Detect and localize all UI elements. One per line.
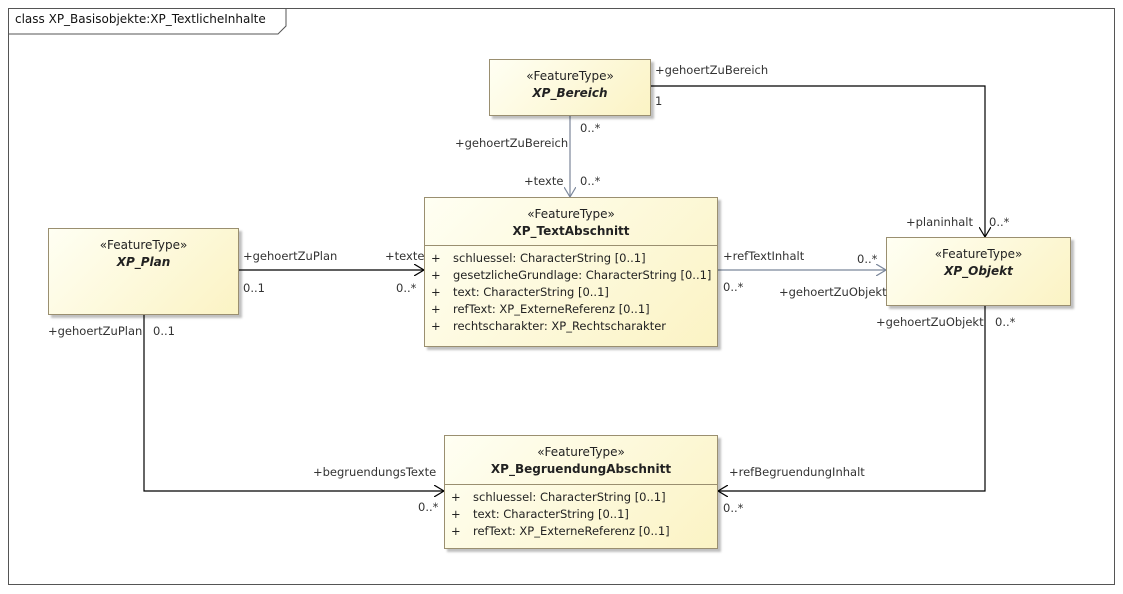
- class-xp-plan[interactable]: «FeatureType» XP_Plan: [48, 228, 239, 315]
- frame-title: class XP_Basisobjekte:XP_TextlicheInhalt…: [15, 12, 266, 26]
- compartment-separator: [445, 484, 717, 485]
- attribute-row[interactable]: +gesetzlicheGrundlage: CharacterString […: [431, 268, 712, 282]
- class-name: XP_Objekt: [944, 264, 1013, 278]
- role-label: +refTextInhalt: [723, 249, 805, 263]
- multiplicity-label: 0..1: [243, 281, 265, 295]
- multiplicity-label: 0..*: [989, 215, 1010, 229]
- role-label: +begruendungsTexte: [313, 465, 437, 479]
- role-label: +refBegruendungInhalt: [729, 465, 865, 479]
- multiplicity-label: 0..*: [418, 500, 439, 514]
- attribute-row[interactable]: +text: CharacterString [0..1]: [431, 285, 609, 299]
- class-xp-objekt[interactable]: «FeatureType» XP_Objekt: [886, 237, 1071, 306]
- role-label: +gehoertZuBereich: [455, 136, 569, 150]
- attribute-row[interactable]: +rechtscharakter: XP_Rechtscharakter: [431, 319, 667, 333]
- class-name: XP_BegruendungAbschnitt: [490, 462, 672, 476]
- multiplicity-label: 0..1: [153, 324, 175, 338]
- class-name: XP_Bereich: [532, 86, 608, 100]
- stereotype-label: «FeatureType»: [537, 445, 625, 459]
- stereotype-label: «FeatureType»: [527, 207, 615, 221]
- multiplicity-label: 0..*: [396, 281, 417, 295]
- stereotype-label: «FeatureType»: [99, 238, 188, 252]
- role-label: +texte: [524, 174, 564, 188]
- multiplicity-label: 0..*: [995, 315, 1016, 329]
- attribute-row[interactable]: +refText: XP_ExterneReferenz [0..1]: [431, 302, 650, 316]
- multiplicity-label: 0..*: [580, 174, 601, 188]
- class-name: XP_TextAbschnitt: [512, 224, 630, 238]
- role-label: +planinhalt: [906, 215, 973, 229]
- role-label: +gehoertZuObjekt: [876, 315, 984, 329]
- compartment-separator: [425, 245, 717, 246]
- class-xp-bereich[interactable]: «FeatureType» XP_Bereich: [489, 59, 651, 116]
- attribute-row[interactable]: +schluessel: CharacterString [0..1]: [431, 251, 646, 265]
- multiplicity-label: 0..*: [580, 121, 601, 135]
- role-label: +gehoertZuPlan: [48, 324, 143, 338]
- assoc-bereich-objekt: [651, 86, 985, 237]
- multiplicity-label: 0..*: [723, 501, 744, 515]
- class-xp-textabschnitt[interactable]: «FeatureType» XP_TextAbschnitt +schluess…: [424, 197, 718, 347]
- attribute-row[interactable]: +refText: XP_ExterneReferenz [0..1]: [451, 524, 670, 538]
- class-name: XP_Plan: [116, 255, 171, 269]
- multiplicity-label: 1: [655, 94, 663, 108]
- class-xp-begruendungabschnitt[interactable]: «FeatureType» XP_BegruendungAbschnitt +s…: [444, 435, 718, 549]
- role-label: +gehoertZuObjekt: [779, 285, 887, 299]
- attribute-row[interactable]: +schluessel: CharacterString [0..1]: [451, 490, 666, 504]
- stereotype-label: «FeatureType»: [934, 247, 1023, 261]
- role-label: +gehoertZuBereich: [655, 63, 769, 77]
- role-label: +texte: [385, 249, 425, 263]
- multiplicity-label: 0..*: [857, 252, 878, 266]
- diagram-frame: [8, 8, 1115, 585]
- multiplicity-label: 0..*: [723, 280, 744, 294]
- stereotype-label: «FeatureType»: [526, 69, 614, 83]
- attribute-row[interactable]: +text: CharacterString [0..1]: [451, 507, 629, 521]
- role-label: +gehoertZuPlan: [243, 249, 338, 263]
- assoc-plan-begruendung: [144, 315, 444, 491]
- assoc-objekt-begruendung: [718, 306, 985, 491]
